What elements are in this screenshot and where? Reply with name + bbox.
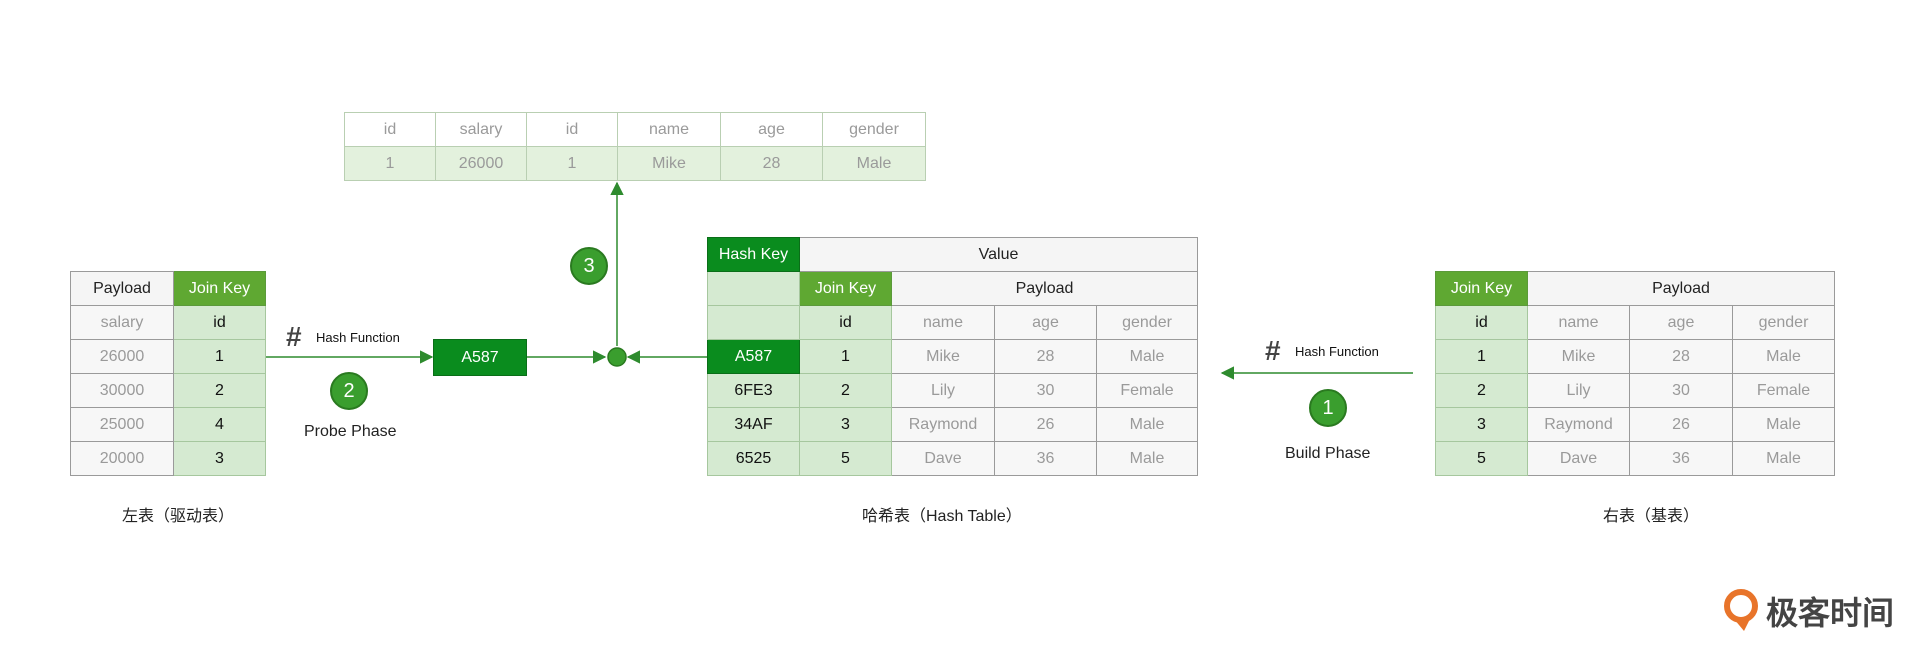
left-key-cell: 1 [173, 339, 266, 374]
hash-cell: Male [1095, 441, 1199, 476]
hash-key-blank [707, 271, 800, 306]
result-cell: Male [822, 146, 926, 181]
result-header-cell: gender [822, 112, 926, 147]
left-cell: 20000 [70, 441, 174, 476]
step-3-badge: 3 [570, 247, 608, 285]
right-table: Join Key Payload id name age gender 1 Mi… [1435, 271, 1835, 476]
hash-id-cell: 2 [799, 373, 892, 408]
right-cell: Lily [1527, 373, 1630, 408]
left-subheader: salary [70, 305, 174, 340]
right-subheader: age [1629, 305, 1733, 340]
left-key-cell: 3 [173, 441, 266, 476]
hash-subheader: name [891, 305, 995, 340]
right-cell: 28 [1629, 339, 1733, 374]
left-key-cell: 2 [173, 373, 266, 408]
geektime-logo: 极客时间 [1724, 588, 1894, 634]
left-joinkey-header: Join Key [173, 271, 266, 306]
build-hash-icon: # [1265, 335, 1281, 366]
hash-cell: Dave [891, 441, 995, 476]
logo-text: 极客时间 [1766, 594, 1895, 632]
right-cell: Female [1732, 373, 1835, 408]
hash-id-cell: 3 [799, 407, 892, 442]
hash-id-cell: 1 [799, 339, 892, 374]
right-cell: Male [1732, 339, 1835, 374]
probe-key-box: A587 [433, 339, 527, 376]
result-table: id salary id name age gender 1 26000 1 M… [344, 112, 926, 181]
right-cell: Male [1732, 407, 1835, 442]
left-cell: 25000 [70, 407, 174, 442]
right-key-cell: 3 [1435, 407, 1528, 442]
result-cell: Mike [617, 146, 721, 181]
hash-cell: Raymond [891, 407, 995, 442]
result-cell: 1 [526, 146, 618, 181]
hash-cell: 36 [994, 441, 1097, 476]
right-cell: 30 [1629, 373, 1733, 408]
right-cell: 26 [1629, 407, 1733, 442]
build-hash-function-label: Hash Function [1295, 344, 1379, 359]
left-subheader-key: id [173, 305, 266, 340]
step-1-badge: 1 [1309, 389, 1347, 427]
right-cell: Male [1732, 441, 1835, 476]
hash-cell: Female [1095, 373, 1199, 408]
result-header-cell: id [526, 112, 618, 147]
result-header-cell: id [344, 112, 436, 147]
hash-cell: 28 [994, 339, 1097, 374]
left-cell: 26000 [70, 339, 174, 374]
left-key-cell: 4 [173, 407, 266, 442]
hash-key-cell-matched: A587 [707, 339, 800, 374]
right-joinkey-header: Join Key [1435, 271, 1528, 306]
hash-cell: 26 [994, 407, 1097, 442]
result-cell: 28 [720, 146, 823, 181]
hash-key-cell: 6525 [707, 441, 800, 476]
left-payload-header: Payload [70, 271, 174, 306]
hash-key-header: Hash Key [707, 237, 800, 272]
build-phase-label: Build Phase [1285, 445, 1371, 462]
right-table-caption: 右表（基表） [1603, 508, 1700, 525]
left-cell: 30000 [70, 373, 174, 408]
right-key-cell: 5 [1435, 441, 1528, 476]
right-key-cell: 1 [1435, 339, 1528, 374]
step-2-badge: 2 [330, 372, 368, 410]
right-payload-header: Payload [1527, 271, 1835, 306]
hash-subheader: gender [1095, 305, 1199, 340]
join-point [607, 347, 627, 367]
right-cell: Raymond [1527, 407, 1630, 442]
geektime-logo-icon [1724, 589, 1758, 631]
result-header-cell: salary [435, 112, 527, 147]
hash-key-cell: 6FE3 [707, 373, 800, 408]
right-cell: Dave [1527, 441, 1630, 476]
hash-table-caption: 哈希表（Hash Table） [862, 508, 1022, 525]
hash-cell: Male [1095, 339, 1199, 374]
hash-payload-header: Payload [890, 271, 1199, 306]
right-cell: 36 [1629, 441, 1733, 476]
hash-table: Hash Key Value Join Key Payload id name … [707, 237, 1199, 476]
right-subheader: name [1527, 305, 1630, 340]
hash-key-blank [707, 305, 800, 340]
hash-key-cell: 34AF [707, 407, 800, 442]
hash-joinkey-header: Join Key [799, 271, 892, 306]
hash-id-cell: 5 [799, 441, 892, 476]
hash-value-header: Value [798, 237, 1199, 272]
right-cell: Mike [1527, 339, 1630, 374]
result-header-cell: age [720, 112, 823, 147]
hash-cell: Male [1095, 407, 1199, 442]
result-header-cell: name [617, 112, 721, 147]
left-table-caption: 左表（驱动表） [122, 508, 235, 525]
right-key-cell: 2 [1435, 373, 1528, 408]
result-cell: 1 [344, 146, 436, 181]
hash-cell: Lily [891, 373, 995, 408]
hash-cell: 30 [994, 373, 1097, 408]
probe-hash-icon: # [286, 321, 302, 352]
right-subheader-key: id [1435, 305, 1528, 340]
probe-hash-function-label: Hash Function [316, 330, 400, 345]
hash-subheader: age [994, 305, 1097, 340]
hash-subheader-key: id [799, 305, 892, 340]
probe-phase-label: Probe Phase [304, 423, 397, 440]
result-cell: 26000 [435, 146, 527, 181]
right-subheader: gender [1732, 305, 1835, 340]
hash-cell: Mike [891, 339, 995, 374]
